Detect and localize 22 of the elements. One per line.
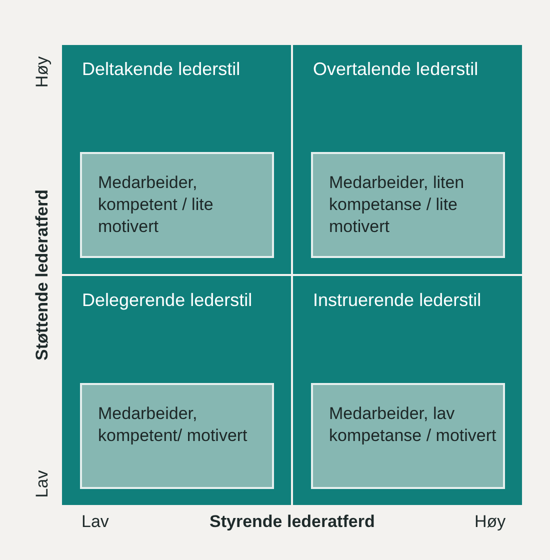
quadrant-panel xyxy=(293,45,522,274)
axis-tick-label: Høy xyxy=(32,56,52,88)
axis-title: Støttende lederatferd xyxy=(32,190,52,360)
description-text: Medarbeider, kompetent/ motivert xyxy=(98,403,248,447)
quadrant-panel xyxy=(62,276,291,505)
quadrant-title: Delegerende lederstil xyxy=(82,290,254,311)
quadrant-title: Instruerende lederstil xyxy=(313,290,482,311)
quadrant-title: Deltakende lederstil xyxy=(82,59,242,80)
description-box xyxy=(311,152,505,258)
description-box xyxy=(311,383,505,489)
description-box xyxy=(80,383,274,489)
axis-tick-label: Lav xyxy=(82,512,109,532)
axis-title: Styrende lederatferd xyxy=(210,512,375,532)
quadrant-panel xyxy=(293,276,522,505)
description-box xyxy=(80,152,274,258)
description-text: Medarbeider, liten kompetanse / lite motivert xyxy=(329,172,466,238)
axis-tick-label: Lav xyxy=(32,470,52,498)
description-text: Medarbeider, kompetent / lite motivert xyxy=(98,172,214,238)
quadrant-panel xyxy=(62,45,291,274)
axis-tick-label: Høy xyxy=(474,512,506,532)
quadrant-title: Overtalende lederstil xyxy=(313,59,480,80)
description-text: Medarbeider, lav kompetanse / motivert xyxy=(329,403,498,447)
